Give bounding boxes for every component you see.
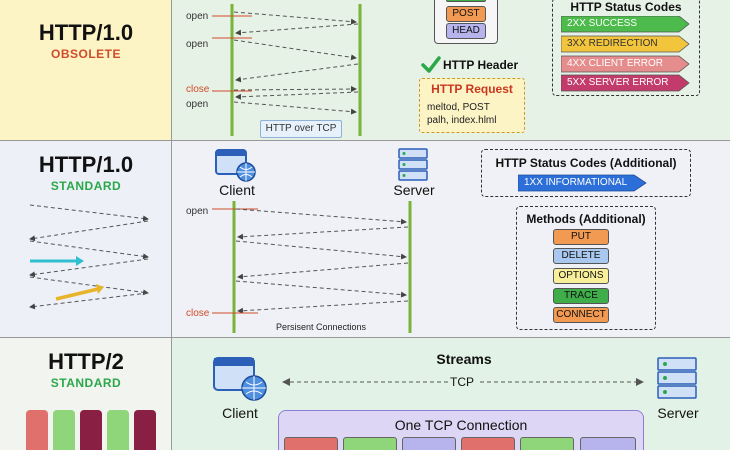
status-1xx: 1XX INFORMATIONAL bbox=[524, 177, 628, 188]
method-connect: CONNECT bbox=[553, 307, 609, 323]
row1-methods-top-pill bbox=[446, 0, 486, 2]
row1-open-label-1: open bbox=[186, 11, 209, 22]
row2-open-label: open bbox=[186, 206, 209, 217]
stream-bar-4 bbox=[107, 410, 129, 450]
tcp-arrow bbox=[282, 378, 644, 386]
status-arrow-2xx bbox=[561, 16, 690, 33]
additional-methods-box bbox=[516, 206, 656, 330]
frame-4 bbox=[461, 437, 515, 450]
row2-close-label: close bbox=[186, 308, 210, 319]
status-arrow-3xx bbox=[561, 35, 690, 53]
stream-bar-2 bbox=[53, 410, 75, 450]
server-icon-2 bbox=[657, 357, 697, 399]
row1-close-label: close bbox=[186, 84, 210, 95]
http-request-line-2: palh, index.hlml bbox=[427, 115, 497, 126]
client-browser-icon bbox=[215, 149, 256, 182]
row2-right-panel bbox=[172, 141, 730, 338]
row3-version-status: STANDARD bbox=[50, 376, 122, 390]
row3-server-label: Server bbox=[657, 405, 699, 421]
row2-left-panel bbox=[0, 141, 172, 338]
method-trace: TRACE bbox=[553, 288, 609, 304]
method-put: PUT bbox=[553, 229, 609, 245]
status-arrow-1xx bbox=[518, 174, 647, 192]
method-options: OPTIONS bbox=[553, 268, 609, 284]
status-codes-box bbox=[552, 0, 700, 96]
row2-server-label: Server bbox=[393, 182, 435, 198]
row1-open-label-3: open bbox=[186, 99, 209, 110]
additional-methods-title: Methods (Additional) bbox=[526, 212, 646, 226]
frame-5 bbox=[520, 437, 574, 450]
http-header-label: HTTP Header bbox=[443, 58, 519, 72]
frame-6 bbox=[580, 437, 636, 450]
tcp-connection-title: One TCP Connection bbox=[394, 417, 528, 433]
stream-bar-1 bbox=[26, 410, 48, 450]
row1-version-status: OBSOLETE bbox=[50, 47, 121, 61]
row1-version-title: HTTP/1.0 bbox=[38, 20, 134, 45]
frame-2 bbox=[343, 437, 397, 450]
stream-bar-5 bbox=[134, 410, 156, 450]
row1-left-panel bbox=[0, 0, 172, 141]
frame-1 bbox=[284, 437, 338, 450]
persistent-connections-label: Persisent Connections bbox=[276, 322, 367, 332]
row3-version-title: HTTP/2 bbox=[48, 349, 124, 374]
row1-sequence-diagram bbox=[212, 4, 362, 136]
status-5xx: 5XX SERVER ERROR bbox=[567, 77, 669, 88]
stream-bar-3 bbox=[80, 410, 102, 450]
row1-open-label-2: open bbox=[186, 39, 209, 50]
row2-version-status: STANDARD bbox=[50, 179, 122, 193]
row2-left-decoration bbox=[29, 204, 149, 310]
status-arrow-4xx bbox=[561, 55, 690, 73]
frame-3 bbox=[402, 437, 456, 450]
method-delete: DELETE bbox=[553, 248, 609, 264]
http-request-line-1: meltod, POST bbox=[427, 102, 490, 113]
row2-sequence-diagram bbox=[212, 201, 412, 333]
method-post: POST bbox=[446, 6, 486, 22]
streams-title: Streams bbox=[436, 351, 492, 367]
row2-client-label: Client bbox=[219, 182, 255, 198]
http-request-title: HTTP Request bbox=[431, 82, 513, 96]
check-icon bbox=[421, 56, 441, 73]
row2-version-title: HTTP/1.0 bbox=[38, 152, 134, 177]
server-icon bbox=[398, 148, 428, 181]
status-4xx: 4XX CLIENT ERROR bbox=[567, 58, 663, 69]
status-2xx: 2XX SUCCESS bbox=[567, 18, 638, 29]
client-browser-icon-2 bbox=[213, 357, 267, 401]
tcp-label: TCP bbox=[450, 375, 474, 389]
additional-status-box bbox=[481, 149, 691, 197]
method-head: HEAD bbox=[446, 23, 486, 39]
row3-client-label: Client bbox=[222, 405, 258, 421]
status-codes-title: HTTP Status Codes bbox=[570, 0, 682, 14]
row1-tcp-label: HTTP over TCP bbox=[260, 120, 342, 138]
status-3xx: 3XX REDIRECTION bbox=[567, 38, 658, 49]
http-request-box bbox=[419, 78, 525, 133]
status-codes-arrows bbox=[561, 16, 690, 92]
status-arrow-5xx bbox=[561, 74, 690, 92]
additional-status-title: HTTP Status Codes (Additional) bbox=[495, 156, 677, 170]
